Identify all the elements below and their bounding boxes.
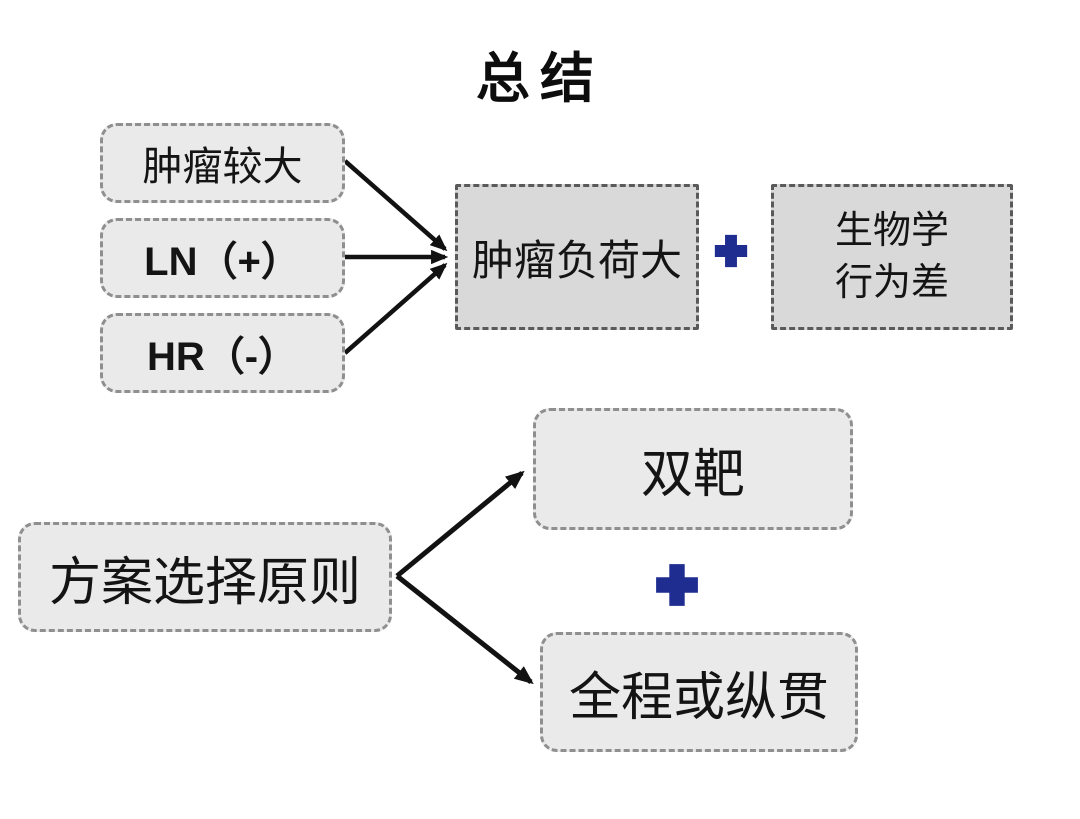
node-biology-poor: 生物学 行为差: [771, 184, 1013, 330]
slide-title: 总结: [476, 49, 604, 109]
node-hr-negative-label: HR（-）: [146, 335, 299, 379]
node-hr-negative: HR（-）: [100, 313, 345, 393]
plus-cross-shape: [656, 564, 698, 606]
arrow-principle-to-dual-target: [395, 470, 525, 578]
node-ln-positive-label: LN（+）: [144, 240, 301, 284]
plus-cross-icon: [714, 234, 748, 268]
arrow-tumor-large-to-burden: [343, 159, 448, 252]
node-tumor-large-label: 肿瘤较大: [142, 145, 303, 189]
arrow-hr-negative-to-burden: [343, 262, 448, 355]
node-full-course-label: 全程或纵贯: [568, 668, 829, 727]
node-tumor-burden-label: 肿瘤负荷大: [471, 236, 682, 284]
plus-cross-icon: [656, 564, 698, 606]
node-full-course: 全程或纵贯: [540, 632, 858, 752]
node-biology-poor-label: 生物学 行为差: [834, 209, 949, 304]
node-tumor-burden: 肿瘤负荷大: [455, 184, 699, 330]
node-dual-target: 双靶: [533, 408, 853, 530]
node-tumor-large: 肿瘤较大: [100, 123, 345, 203]
node-ln-positive: LN（+）: [100, 218, 345, 298]
node-dual-target-label: 双靶: [640, 445, 745, 504]
arrow-principle-to-full-course: [395, 574, 534, 685]
plus-cross-shape: [714, 234, 748, 268]
node-regimen-principle: 方案选择原则: [18, 522, 392, 632]
node-regimen-principle-label: 方案选择原则: [48, 553, 361, 612]
